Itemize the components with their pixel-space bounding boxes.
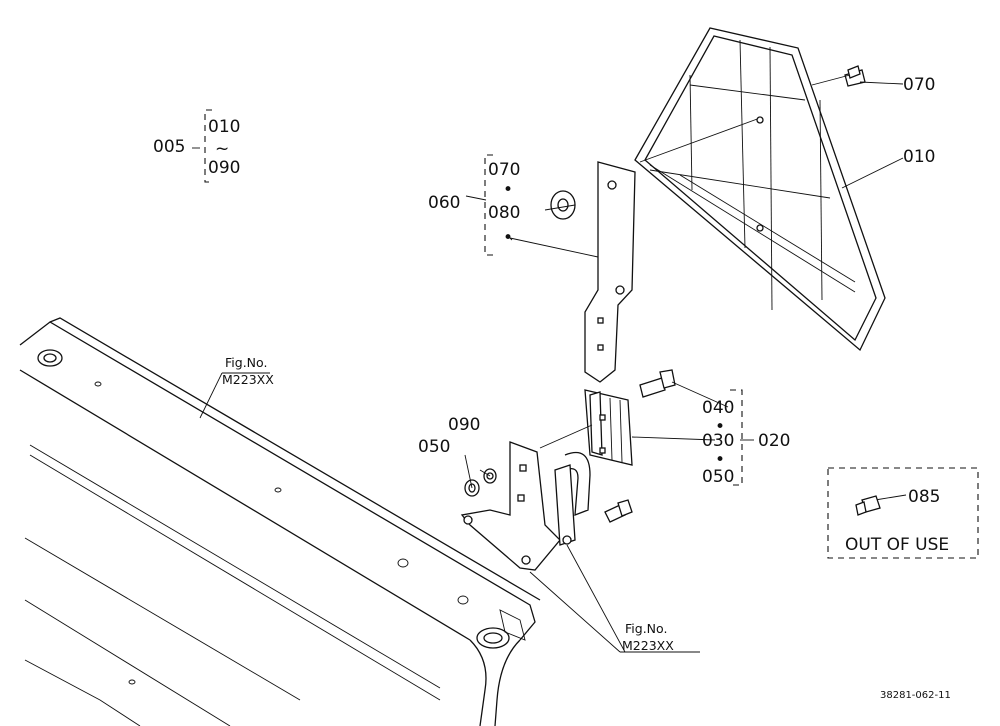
- callout-dot-4: •: [715, 450, 725, 470]
- callout-050-left: 050: [418, 437, 450, 457]
- hinge-assembly: [584, 389, 633, 466]
- bolt-040: [639, 369, 676, 398]
- bolt-070: [844, 65, 866, 87]
- callout-dot-2: •: [503, 228, 513, 248]
- reflector-frame: [634, 27, 886, 352]
- mounting-bracket: [460, 441, 633, 571]
- callout-dot-1: •: [503, 180, 513, 200]
- callout-dot-3: •: [715, 417, 725, 437]
- callout-090: 090: [448, 415, 480, 435]
- callout-090-range-bottom: 090: [208, 158, 240, 178]
- fig-ref-1-line1: Fig.No.: [225, 355, 267, 370]
- callout-range-tilde: ~: [215, 139, 229, 159]
- fig-ref-1-line2: M223XX: [222, 372, 274, 387]
- callout-030: 030: [702, 431, 734, 451]
- callout-070-top: 070: [488, 160, 520, 180]
- drawing-id: 38281-062-11: [880, 690, 951, 701]
- stay-bracket: [584, 161, 636, 383]
- out-of-use-box: [827, 467, 979, 559]
- callout-070: 070: [903, 75, 935, 95]
- base-frame: [19, 317, 541, 726]
- fig-ref-2-line1: Fig.No.: [625, 621, 667, 636]
- callout-010: 010: [903, 147, 935, 167]
- callout-005: 005: [153, 137, 185, 157]
- out-of-use-label: OUT OF USE: [845, 535, 949, 555]
- leader-lines: [192, 74, 907, 653]
- range-bracket-020: [730, 389, 743, 486]
- callout-060: 060: [428, 193, 460, 213]
- callout-040: 040: [702, 398, 734, 418]
- callout-080: 080: [488, 203, 520, 223]
- callout-085: 085: [908, 487, 940, 507]
- range-bracket-060: [484, 154, 493, 256]
- callout-010-range-top: 010: [208, 117, 240, 137]
- fig-ref-2-line2: M223XX: [622, 638, 674, 653]
- callout-050-right: 050: [702, 467, 734, 487]
- nut-080: [550, 190, 576, 220]
- range-bracket-005: [204, 109, 212, 183]
- callout-020: 020: [758, 431, 790, 451]
